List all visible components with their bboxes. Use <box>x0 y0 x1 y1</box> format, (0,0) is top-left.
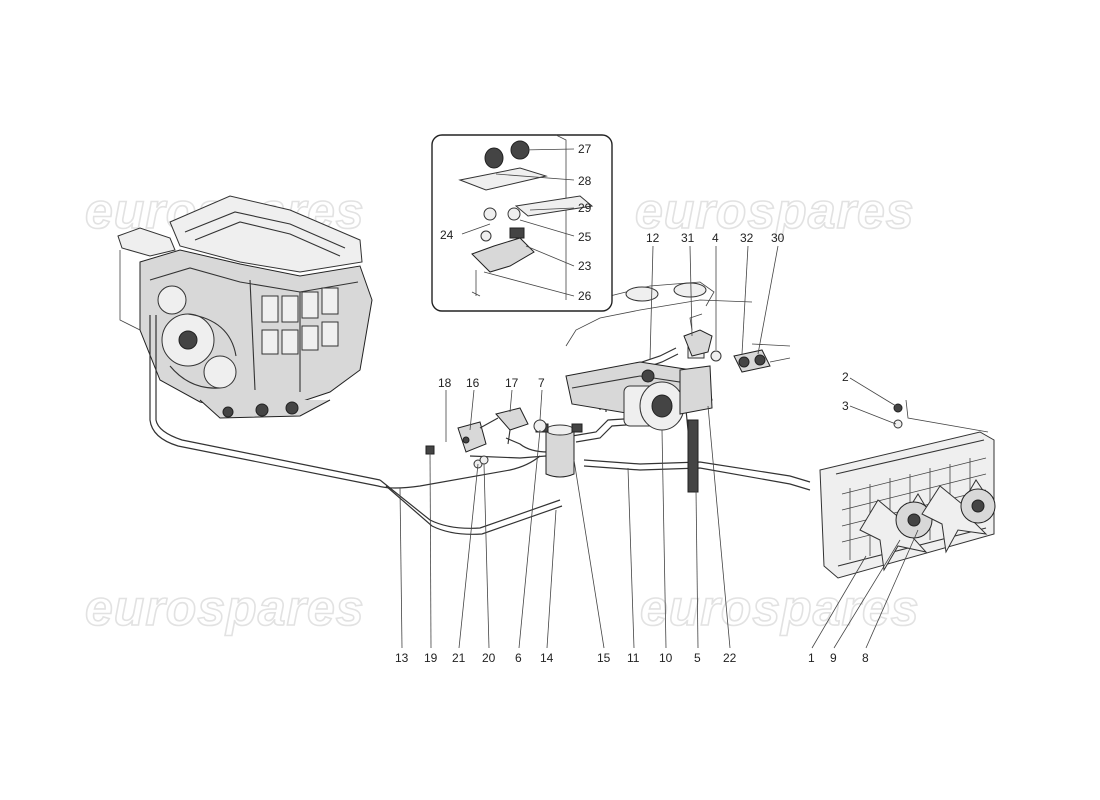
label-29: 29 <box>578 201 592 215</box>
label-28: 28 <box>578 174 592 188</box>
watermark-bottom-left: eurospares <box>85 580 365 636</box>
label-1: 1 <box>808 651 815 665</box>
label-23: 23 <box>578 259 592 273</box>
label-19: 19 <box>424 651 438 665</box>
label-5: 5 <box>694 651 701 665</box>
label-15: 15 <box>597 651 611 665</box>
label-26: 26 <box>578 289 592 303</box>
watermark-bottom-right: eurospares <box>640 580 920 636</box>
watermark-top-right: eurospares <box>635 183 915 239</box>
label-14: 14 <box>540 651 554 665</box>
label-6: 6 <box>515 651 522 665</box>
label-2: 2 <box>842 370 849 384</box>
body-panel-fragment <box>565 281 791 347</box>
label-3: 3 <box>842 399 849 413</box>
thermostatic-switch <box>425 407 547 469</box>
label-7: 7 <box>538 376 545 390</box>
label-17: 17 <box>505 376 519 390</box>
label-24: 24 <box>440 228 454 242</box>
label-27: 27 <box>578 142 592 156</box>
engine-illustration <box>117 195 373 419</box>
label-11: 11 <box>627 651 640 665</box>
label-10: 10 <box>659 651 673 665</box>
label-9: 9 <box>830 651 837 665</box>
compressor-assembly <box>565 337 713 493</box>
label-12: 12 <box>646 231 660 245</box>
label-32: 32 <box>740 231 754 245</box>
pressure-switch-32-30 <box>733 349 791 373</box>
label-8: 8 <box>862 651 869 665</box>
condenser <box>819 399 996 579</box>
label-21: 21 <box>452 651 466 665</box>
leader-lines <box>399 148 919 649</box>
part-labels: 27 28 29 25 24 23 26 12 31 4 32 30 2 3 1… <box>395 142 869 665</box>
label-16: 16 <box>466 376 480 390</box>
watermarks: eurospares eurospares eurospares eurospa… <box>84 182 920 637</box>
label-18: 18 <box>438 376 452 390</box>
expansion-valve <box>683 313 722 362</box>
control-panel-inset <box>431 134 613 312</box>
label-4: 4 <box>712 231 719 245</box>
label-31: 31 <box>681 231 695 245</box>
label-30: 30 <box>771 231 785 245</box>
condenser-fan-left <box>859 493 933 572</box>
label-20: 20 <box>482 651 496 665</box>
label-22: 22 <box>723 651 737 665</box>
engine-cylinder-bank <box>261 287 339 355</box>
label-13: 13 <box>395 651 409 665</box>
label-25: 25 <box>578 230 592 244</box>
condenser-fan-right <box>921 479 996 554</box>
